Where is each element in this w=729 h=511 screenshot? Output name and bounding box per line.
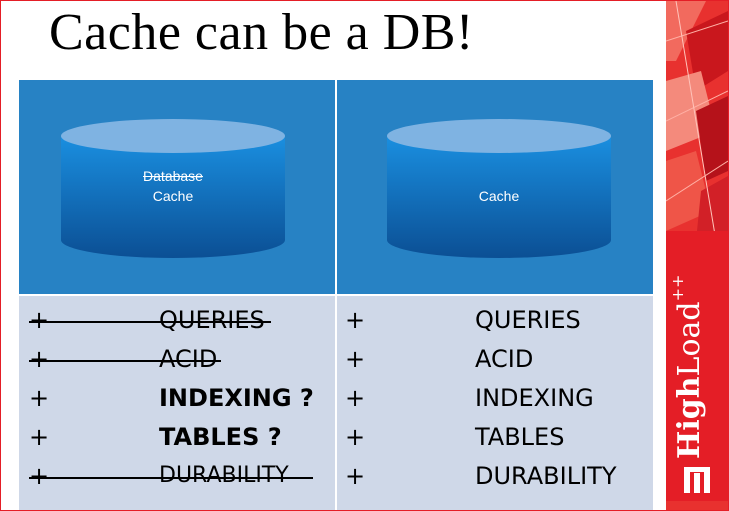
- strike-line: [29, 321, 271, 323]
- feature-queries-struck: QUERIES: [159, 306, 265, 334]
- feature-row: + TABLES: [345, 418, 645, 456]
- feature-row: + QUERIES: [29, 301, 329, 339]
- slide-title: Cache can be a DB!: [49, 4, 474, 61]
- feature-acid: ACID: [475, 345, 534, 373]
- cylinder-label-cache: Cache: [152, 188, 194, 204]
- database-cylinder-icon: Database Cache: [59, 118, 287, 260]
- feature-row: + INDEXING ?: [29, 379, 329, 417]
- feature-row: + ACID: [29, 340, 329, 378]
- strike-line: [29, 477, 313, 479]
- feature-durability: DURABILITY: [475, 462, 617, 490]
- plus-sign: +: [29, 462, 50, 490]
- cell-top-right: Cache: [337, 80, 653, 294]
- feature-durability-struck: DURABILITY: [159, 463, 289, 488]
- cylinder-label-cache-right: Cache: [478, 188, 520, 204]
- feature-indexing: INDEXING: [475, 384, 594, 412]
- plus-sign: +: [345, 423, 366, 451]
- feature-tables-question: TABLES ?: [159, 423, 282, 451]
- plus-sign: +: [345, 462, 366, 490]
- plus-sign: +: [345, 384, 366, 412]
- brand-name-regular: Load: [672, 301, 707, 377]
- brand-suffix: ++: [668, 274, 687, 302]
- feature-row: + DURABILITY: [29, 457, 329, 495]
- comparison-table: Database Cache Cache: [19, 80, 653, 510]
- feature-row: + INDEXING: [345, 379, 645, 417]
- plus-sign: +: [29, 306, 50, 334]
- feature-row: + ACID: [345, 340, 645, 378]
- plus-sign: +: [29, 423, 50, 451]
- cell-bottom-right: + QUERIES + ACID + INDEXING + TABLES + D…: [337, 296, 653, 510]
- plus-sign: +: [345, 345, 366, 373]
- feature-row: + DURABILITY: [345, 457, 645, 495]
- feature-indexing-question: INDEXING ?: [159, 384, 314, 412]
- feature-acid-struck: ACID: [159, 345, 218, 373]
- feature-queries: QUERIES: [475, 306, 581, 334]
- brand-sidebar: HighLoad++: [666, 1, 728, 510]
- plus-sign: +: [345, 306, 366, 334]
- feature-row: + TABLES ?: [29, 418, 329, 456]
- brand-panel: [666, 231, 728, 501]
- brand-name-bold: High: [672, 376, 707, 459]
- cache-cylinder-icon: Cache: [385, 118, 613, 260]
- plus-sign: +: [29, 384, 50, 412]
- cell-bottom-left: + QUERIES + ACID + INDEXING ? + TABLES ?…: [19, 296, 335, 510]
- cell-top-left: Database Cache: [19, 80, 335, 294]
- sidebar-pattern-icon: [666, 1, 728, 241]
- cylinder-label-database: Database: [143, 168, 203, 184]
- feature-tables: TABLES: [475, 423, 565, 451]
- brand-logo: HighLoad++: [668, 275, 707, 459]
- feature-row: + QUERIES: [345, 301, 645, 339]
- strike-line: [29, 360, 221, 362]
- highload-logo-icon: [684, 467, 710, 493]
- plus-sign: +: [29, 345, 50, 373]
